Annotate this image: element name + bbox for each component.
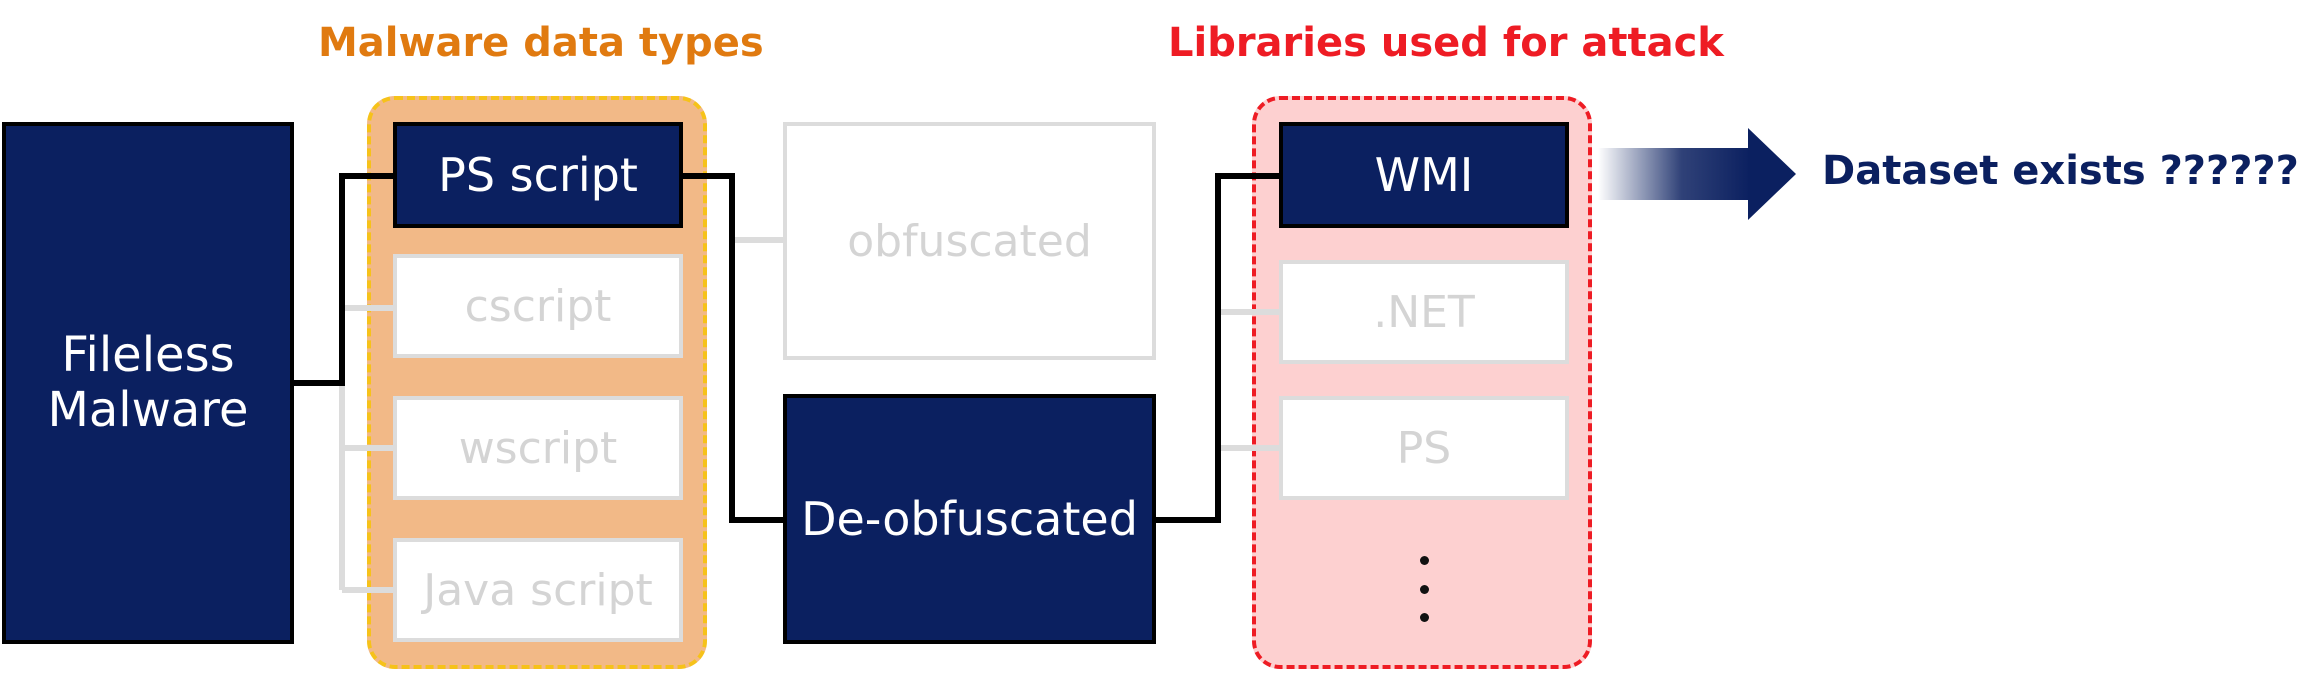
obfuscated-node: obfuscated	[783, 122, 1156, 360]
library-wmi: WMI	[1279, 122, 1569, 228]
vertical-ellipsis-icon	[1418, 556, 1430, 622]
data-type-java-script: Java script	[393, 538, 683, 642]
fileless-malware-node: Fileless Malware	[2, 122, 294, 644]
data-types-title: Malware data types	[318, 20, 764, 66]
data-type-ps-script: PS script	[393, 122, 683, 228]
data-type-wscript: wscript	[393, 396, 683, 500]
deobfuscated-node: De-obfuscated	[783, 394, 1156, 644]
libraries-title: Libraries used for attack	[1168, 20, 1724, 66]
library-ps: PS	[1279, 396, 1569, 500]
root-label-line2: Malware	[47, 382, 249, 438]
arrow-right-icon	[1598, 128, 1796, 220]
data-type-cscript: cscript	[393, 254, 683, 358]
dataset-exists-label: Dataset exists ??????	[1822, 148, 2299, 194]
library-dotnet: .NET	[1279, 260, 1569, 364]
root-label-line1: Fileless	[61, 326, 235, 383]
